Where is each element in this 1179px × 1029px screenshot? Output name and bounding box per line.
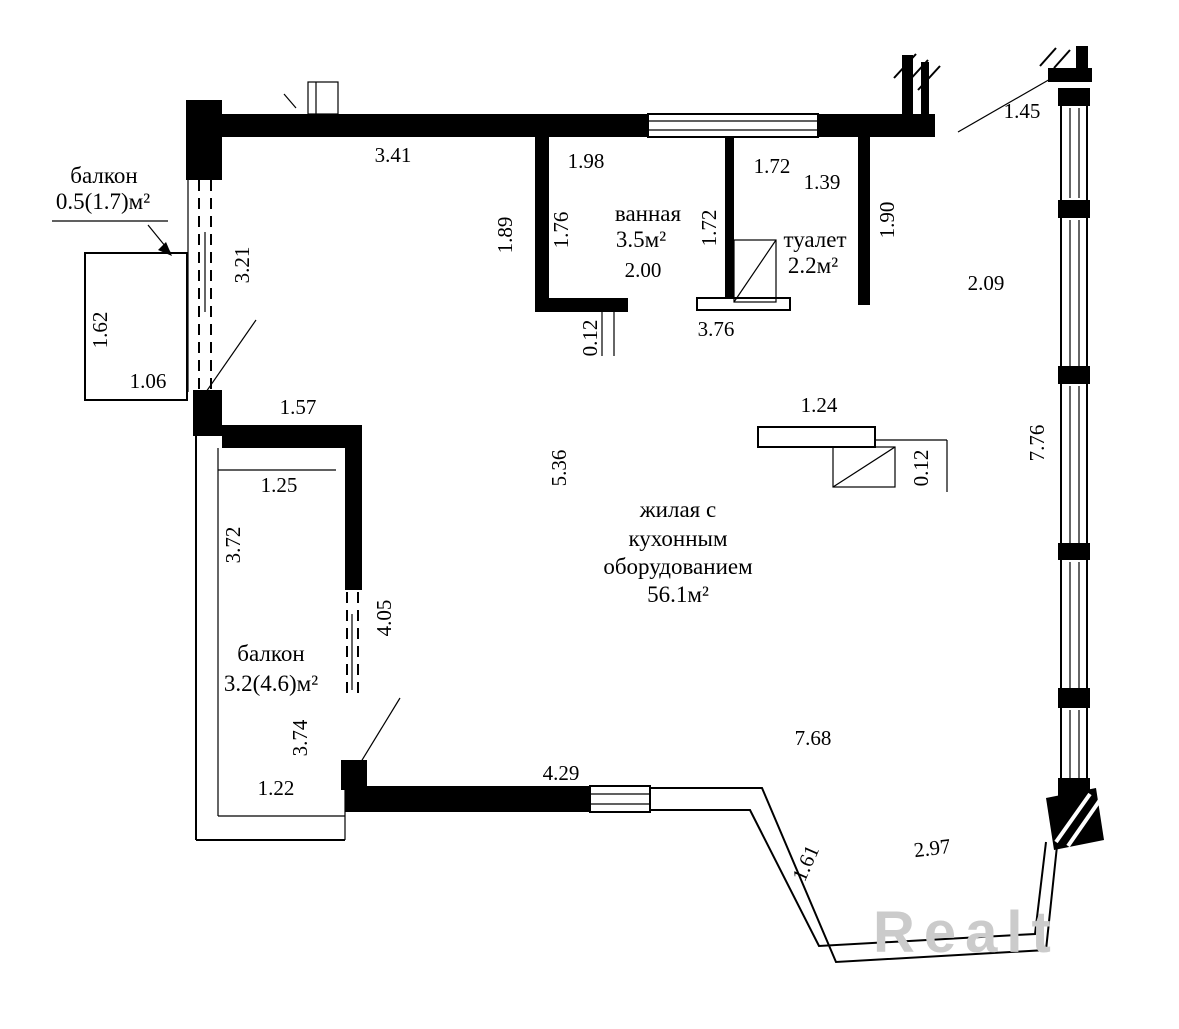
dim-bottom-wall: 4.29	[543, 761, 580, 785]
dim-diagonal: 1.61	[787, 841, 824, 884]
right-window-wall	[1058, 88, 1090, 796]
dim-left-upper: 3.21	[230, 247, 254, 284]
balconies	[52, 220, 346, 841]
balcony-bottom-label: балкон	[237, 641, 304, 666]
entry-door-swing	[832, 446, 896, 488]
leader-line	[355, 697, 401, 771]
dim-inner-wall: 4.05	[372, 600, 396, 637]
balcony-top-label: балкон	[70, 163, 137, 188]
mullion-block	[1058, 366, 1090, 384]
hatch-line	[283, 93, 297, 109]
mullion-block	[1058, 88, 1090, 106]
hatch-line	[1054, 792, 1092, 844]
toilet-door-swing	[733, 239, 777, 303]
balcony-top-area: 0.5(1.7)м²	[56, 189, 150, 214]
living-label-line3: оборудованием	[603, 554, 753, 579]
dim-bath-left-outside: 1.89	[493, 217, 517, 254]
toilet-label: туалет	[783, 227, 846, 252]
break-bar	[1076, 46, 1088, 70]
bottom-wall	[345, 786, 590, 812]
dim-bottom-right: 2.97	[912, 834, 951, 862]
bay-inner-line	[650, 809, 1047, 948]
dim-right-wall: 7.76	[1025, 425, 1049, 462]
interior-walls	[205, 137, 948, 771]
hatch-line	[917, 65, 941, 91]
dim-balcony-top-width: 1.06	[130, 369, 167, 393]
bay-outer-line	[650, 787, 1058, 964]
dim-partition: 1.24	[801, 393, 838, 417]
break-bar	[902, 55, 913, 115]
entry-partition	[757, 426, 876, 448]
wall-break-marks	[283, 46, 1104, 850]
dim-toilet-right: 1.90	[875, 202, 899, 239]
leader-line	[957, 77, 1053, 133]
dim-living-bottom: 7.68	[795, 726, 832, 750]
shaft-mark	[307, 81, 339, 115]
hatch-line	[1039, 47, 1057, 67]
arrowhead	[158, 242, 172, 256]
hatch-line	[893, 53, 917, 79]
room-labels: балкон 0.5(1.7)м² ванная 3.5м² туалет 2.…	[56, 163, 847, 696]
break-bar	[1048, 68, 1092, 82]
dim-partition-wall: 0.12	[909, 450, 933, 487]
top-wall-window	[647, 113, 819, 138]
dim-corner-top-right: 1.45	[1004, 99, 1041, 123]
break-bar	[921, 62, 929, 115]
bathroom-left-wall	[535, 137, 549, 312]
inner-vertical-wall	[345, 425, 362, 590]
mullion-block	[1058, 543, 1090, 560]
toilet-left-wall	[725, 137, 734, 300]
dim-toilet-left: 1.72	[697, 210, 721, 247]
dim-hall-wall: 1.57	[280, 395, 317, 419]
dim-top-wall: 3.41	[375, 143, 412, 167]
dim-balcony-bottom-right: 3.74	[288, 719, 312, 756]
living-label-line2: кухонным	[628, 526, 728, 551]
toilet-door-leaf	[733, 239, 777, 303]
entry-door-leaf	[832, 446, 896, 488]
toilet-right-wall	[858, 137, 870, 305]
dim-bath-left-inside: 1.76	[549, 212, 573, 249]
dim-bath-width: 2.00	[625, 258, 662, 282]
bathroom-area: 3.5м²	[616, 227, 666, 252]
toilet-area: 2.2м²	[788, 253, 838, 278]
top-wall-right	[818, 114, 935, 137]
dim-bath-wall: 0.12	[578, 320, 602, 357]
leader-line	[205, 319, 257, 393]
bathroom-bottom-wall	[535, 298, 628, 312]
toilet-threshold	[696, 297, 791, 311]
left-wall-top-block	[186, 100, 222, 180]
bathroom-label: ванная	[615, 201, 682, 226]
dim-toilet-width-top: 1.72	[754, 154, 791, 178]
dim-balcony-bottom-width-top: 1.25	[261, 473, 298, 497]
hatch-line	[1053, 49, 1071, 69]
watermark: Realt	[873, 900, 1060, 965]
inner-wall-bottom-block	[341, 760, 367, 790]
balcony-bottom-area: 3.2(4.6)м²	[224, 671, 318, 696]
balcony-top-outline	[84, 252, 188, 401]
left-wall-bottom-block	[193, 390, 222, 436]
dim-living-left: 5.36	[547, 450, 571, 487]
hatch-line	[1066, 798, 1102, 848]
top-wall-left	[200, 114, 648, 137]
bay-outline	[650, 787, 1058, 964]
dim-balcony-bottom-width: 1.22	[258, 776, 295, 800]
living-area: 56.1м²	[647, 582, 709, 607]
dim-bath-window: 1.98	[568, 149, 605, 173]
bottom-wall-window	[589, 785, 651, 813]
exterior-walls	[186, 100, 935, 813]
mullion-block	[1058, 688, 1090, 708]
mullion-block	[1058, 200, 1090, 218]
hatch-line	[905, 59, 929, 85]
dimension-labels: 3.41 1.98 1.72 1.39 1.45 1.89 1.76 1.72 …	[88, 99, 1049, 885]
dim-toilet-bottom: 3.76	[698, 317, 735, 341]
dim-balcony-top-side: 1.62	[88, 312, 112, 349]
dim-balcony-bottom-left: 3.72	[221, 527, 245, 564]
living-label-line1: жилая с	[639, 497, 716, 522]
dim-after-toilet-top: 1.39	[804, 170, 841, 194]
dim-right-upper: 2.09	[968, 271, 1005, 295]
hall-wall	[222, 425, 362, 448]
